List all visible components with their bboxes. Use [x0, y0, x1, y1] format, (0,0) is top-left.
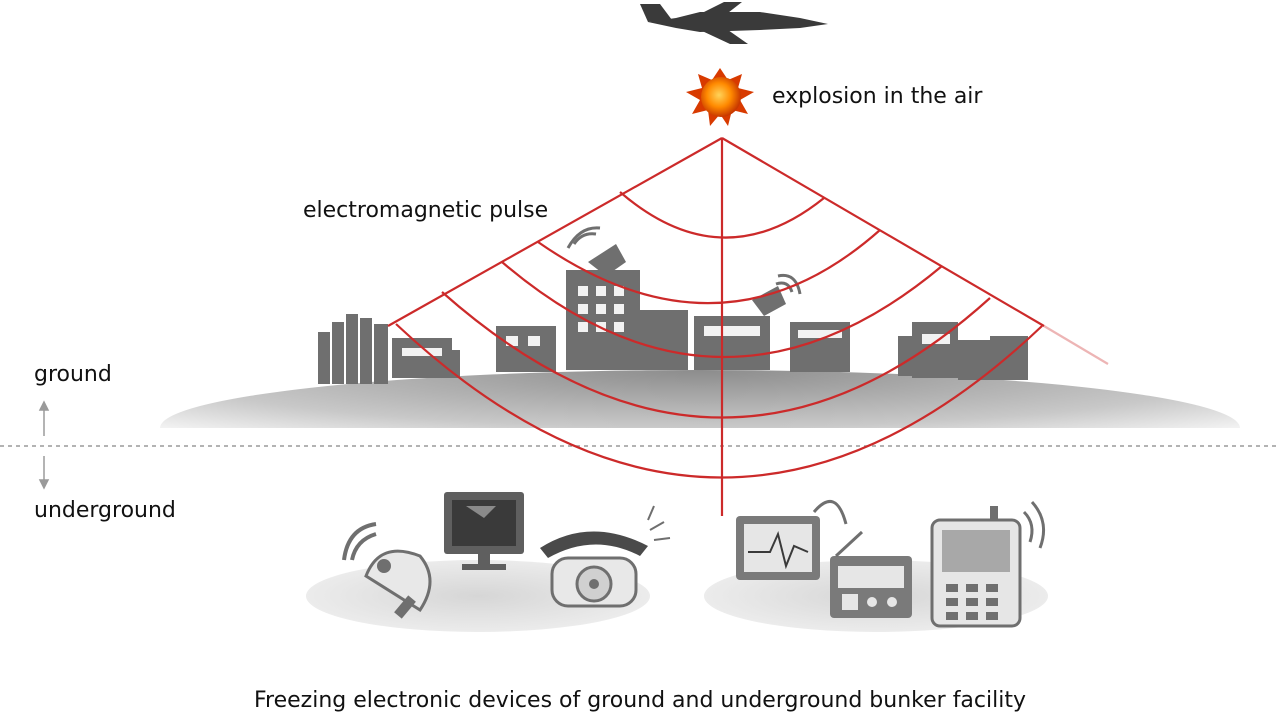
mobile-phone-icon	[930, 500, 1046, 628]
radio-icon	[830, 530, 912, 618]
satellite-dish-icon	[588, 244, 786, 316]
emp-wavefront-3	[501, 261, 943, 359]
heart-monitor-icon	[736, 500, 848, 580]
emp-wave-group	[387, 137, 1109, 516]
emp-label: electromagnetic pulse	[303, 198, 549, 223]
caption: Freezing electronic devices of ground an…	[253, 688, 1026, 713]
emp-wavefront-5	[395, 323, 1043, 479]
satellite-dish-icon	[342, 522, 432, 619]
explosion-label: explosion in the air	[772, 84, 983, 109]
emp-wavefront-1	[619, 191, 825, 239]
underground-label: underground	[34, 498, 176, 523]
ground-arrow	[38, 400, 50, 490]
emp-ray-left	[387, 137, 723, 327]
emp-wavefront-2	[537, 229, 881, 305]
computer-monitor-icon	[444, 492, 524, 570]
ground-label: ground	[34, 362, 112, 387]
fighter-jet-icon	[640, 2, 828, 44]
emp-wavefront-4	[441, 291, 991, 419]
explosion-icon	[686, 68, 754, 126]
emp-ray-right	[721, 137, 1045, 327]
telephone-icon	[540, 505, 671, 608]
emp-ray-right-extension	[1043, 325, 1109, 365]
city-skyline-icon	[318, 270, 1028, 384]
wifi-signal	[566, 226, 802, 295]
